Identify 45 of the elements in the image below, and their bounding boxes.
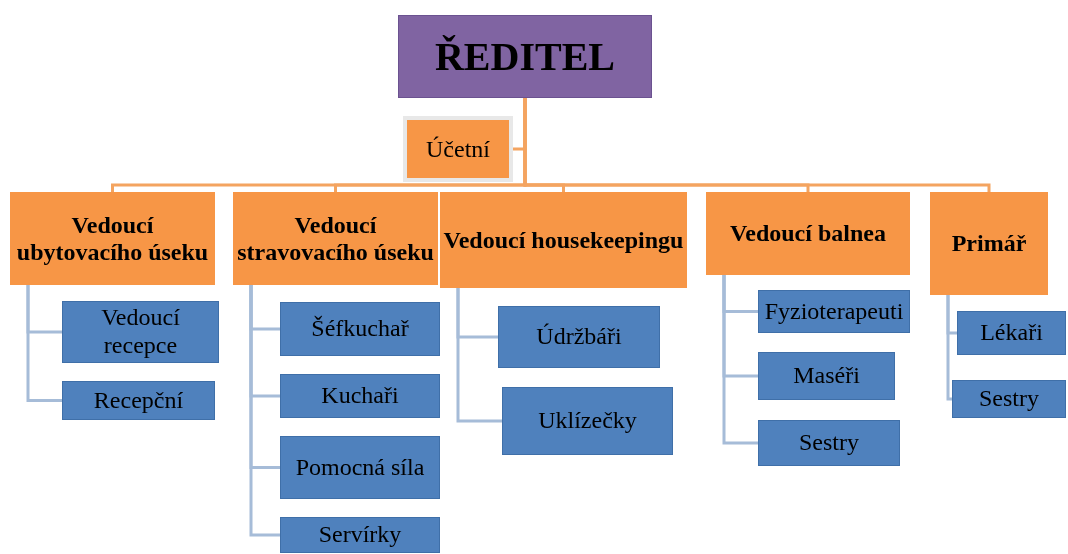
box-label: Vedoucí recepce — [100, 304, 181, 360]
box-label: Údržbáři — [536, 323, 622, 351]
staff-box — [62, 381, 215, 420]
box-label: Účetní — [426, 135, 490, 163]
staff-box — [957, 311, 1066, 355]
box-label: Šéfkuchař — [311, 315, 409, 343]
connector-line — [946, 295, 952, 401]
box-label: Fyzioterapeuti — [764, 297, 904, 326]
box-label: ŘEDITEL — [434, 33, 616, 80]
box-label: Servírky — [318, 521, 402, 549]
staff-box — [403, 116, 513, 182]
box-label: Recepční — [93, 386, 184, 415]
connector-line — [26, 285, 62, 402]
box-label: Vedoucí stravovacího úseku — [236, 212, 435, 265]
box-label: Sestry — [979, 385, 1039, 413]
box-label: Vedoucí housekeepingu — [443, 226, 684, 254]
box-label: Vedoucí ubytovacího úseku — [15, 212, 210, 265]
director-box — [398, 15, 652, 98]
manager-box — [233, 192, 438, 285]
manager-box — [706, 192, 910, 275]
connector-line — [249, 285, 280, 537]
staff-box — [502, 387, 673, 455]
box-label: Uklízečky — [538, 407, 637, 435]
staff-box — [280, 436, 440, 499]
staff-box — [952, 380, 1066, 418]
connector-line — [722, 275, 758, 445]
manager-box — [440, 192, 687, 288]
box-label: Maséři — [793, 362, 860, 390]
staff-box — [498, 306, 660, 368]
staff-box — [280, 302, 440, 356]
staff-box — [280, 517, 440, 553]
staff-box — [758, 352, 895, 400]
staff-box — [280, 374, 440, 418]
manager-box — [930, 192, 1048, 295]
box-label: Sestry — [799, 429, 859, 457]
staff-box — [62, 301, 219, 363]
box-label: Lékaři — [980, 319, 1043, 347]
box-label: Vedoucí balnea — [730, 220, 886, 247]
box-label: Primář — [951, 230, 1027, 257]
box-label: Kuchaři — [321, 382, 399, 410]
box-label: Pomocná síla — [295, 453, 425, 482]
staff-box — [758, 290, 910, 333]
connector-line — [456, 288, 502, 423]
staff-box — [758, 420, 900, 466]
manager-box — [10, 192, 215, 285]
